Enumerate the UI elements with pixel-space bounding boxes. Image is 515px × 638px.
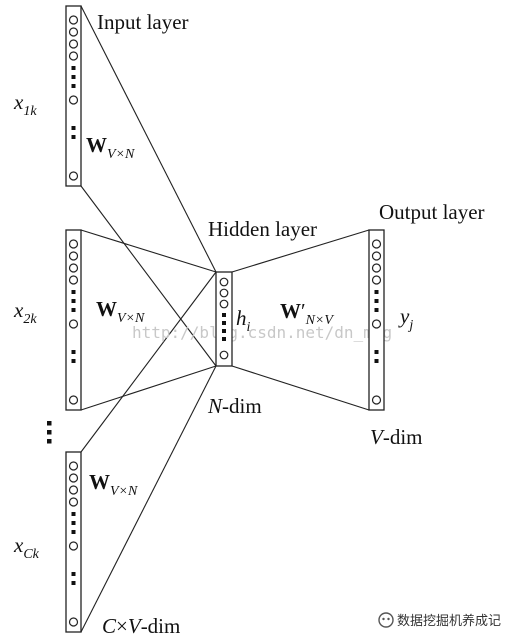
connection-line-inputc-to-hidden-top bbox=[80, 271, 217, 453]
output-layer-title: Output layer bbox=[379, 200, 485, 224]
input-x1k-label: x1k bbox=[13, 90, 37, 119]
wechat-logo-icon bbox=[378, 612, 394, 628]
logo-text: 数据挖掘机养成记 bbox=[397, 613, 501, 629]
connection-lines bbox=[80, 5, 370, 633]
input1-neuron-2 bbox=[68, 39, 79, 49]
input1-neuron-last bbox=[68, 171, 79, 181]
input2-neuron-0 bbox=[68, 239, 79, 249]
input2-dot-b0 bbox=[71, 350, 76, 354]
input-layer-title: Input layer bbox=[97, 10, 189, 34]
output-y-label: yj bbox=[398, 304, 413, 333]
hidden-layer-box bbox=[215, 271, 233, 367]
hidden-layer-title: Hidden layer bbox=[208, 217, 317, 241]
connection-line-input2-to-hidden-bottom bbox=[80, 365, 217, 411]
inputc-neuron-2 bbox=[68, 485, 79, 495]
input1-neuron-1 bbox=[68, 27, 79, 37]
inputc-neuron-last bbox=[68, 617, 79, 627]
output-dot-a0 bbox=[374, 290, 379, 294]
inputc-dot-a0 bbox=[71, 512, 76, 516]
hidden-dot-1 bbox=[222, 321, 226, 325]
output-weight-label: W′N×V bbox=[280, 299, 334, 328]
output-neuron-active bbox=[371, 319, 382, 329]
input2-neuron-active bbox=[68, 319, 79, 329]
hidden-dot-2 bbox=[222, 329, 226, 333]
output-neuron-last bbox=[371, 395, 382, 405]
input-weight-label-c: WV×N bbox=[89, 470, 138, 499]
input1-neuron-0 bbox=[68, 15, 79, 25]
input-weight-label-1: WV×N bbox=[86, 133, 135, 162]
input1-dot-a1 bbox=[71, 75, 76, 79]
n-dim-label: N-dim bbox=[207, 394, 262, 418]
inputc-dot-a1 bbox=[71, 521, 76, 525]
cv-dim-label: C×V-dim bbox=[102, 614, 180, 638]
input1-dot-b0 bbox=[71, 126, 76, 130]
input2-neuron-3 bbox=[68, 275, 79, 285]
input-weight-label-2: WV×N bbox=[96, 297, 145, 326]
input1-dot-a2 bbox=[71, 84, 76, 88]
hidden-neuron-0 bbox=[219, 277, 229, 287]
v-dim-label: V-dim bbox=[370, 425, 423, 449]
input-ellipsis bbox=[47, 421, 52, 444]
input-x2k-label: x2k bbox=[13, 298, 37, 327]
inputc-neuron-0 bbox=[68, 461, 79, 471]
connection-line-inputc-to-hidden-bottom bbox=[80, 365, 217, 633]
output-dot-b0 bbox=[374, 350, 379, 354]
input1-neuron-active bbox=[68, 95, 79, 105]
connection-line-input1-to-hidden-top bbox=[80, 5, 217, 273]
inputc-neuron-active bbox=[68, 541, 79, 551]
inputc-neuron-1 bbox=[68, 473, 79, 483]
connection-line-hidden-to-output-bottom bbox=[231, 365, 370, 411]
input2-dot-a2 bbox=[71, 308, 76, 312]
input-xCk-label: xCk bbox=[13, 533, 40, 562]
hidden-neuron-1 bbox=[219, 288, 229, 298]
input2-neuron-last bbox=[68, 395, 79, 405]
input2-neuron-2 bbox=[68, 263, 79, 273]
output-dot-a2 bbox=[374, 308, 379, 312]
output-dot-b1 bbox=[374, 359, 379, 363]
output-neuron-3 bbox=[371, 275, 382, 285]
output-neuron-0 bbox=[371, 239, 382, 249]
input2-dot-a1 bbox=[71, 299, 76, 303]
connection-line-input1-to-hidden-bottom bbox=[80, 185, 217, 367]
hidden-h-label: hi bbox=[236, 306, 251, 335]
input2-neuron-1 bbox=[68, 251, 79, 261]
connection-line-input2-to-hidden-top bbox=[80, 229, 217, 273]
hidden-dot-0 bbox=[222, 313, 226, 317]
neuron-nodes bbox=[68, 15, 382, 627]
output-dot-a1 bbox=[374, 299, 379, 303]
inputc-dot-b0 bbox=[71, 572, 76, 576]
output-neuron-1 bbox=[371, 251, 382, 261]
watermark: http://blog.csdn.net/dn_mug bbox=[132, 323, 392, 342]
input2-dot-a0 bbox=[71, 290, 76, 294]
input1-neuron-3 bbox=[68, 51, 79, 61]
hidden-dot-3 bbox=[222, 337, 226, 341]
connection-line-hidden-to-output-top bbox=[231, 229, 370, 273]
hidden-neuron-2 bbox=[219, 299, 229, 309]
inputc-dot-b1 bbox=[71, 581, 76, 585]
hidden-neuron-last bbox=[219, 350, 229, 360]
output-neuron-2 bbox=[371, 263, 382, 273]
input2-dot-b1 bbox=[71, 359, 76, 363]
input1-dot-a0 bbox=[71, 66, 76, 70]
inputc-dot-a2 bbox=[71, 530, 76, 534]
input1-dot-b1 bbox=[71, 135, 76, 139]
inputc-neuron-3 bbox=[68, 497, 79, 507]
